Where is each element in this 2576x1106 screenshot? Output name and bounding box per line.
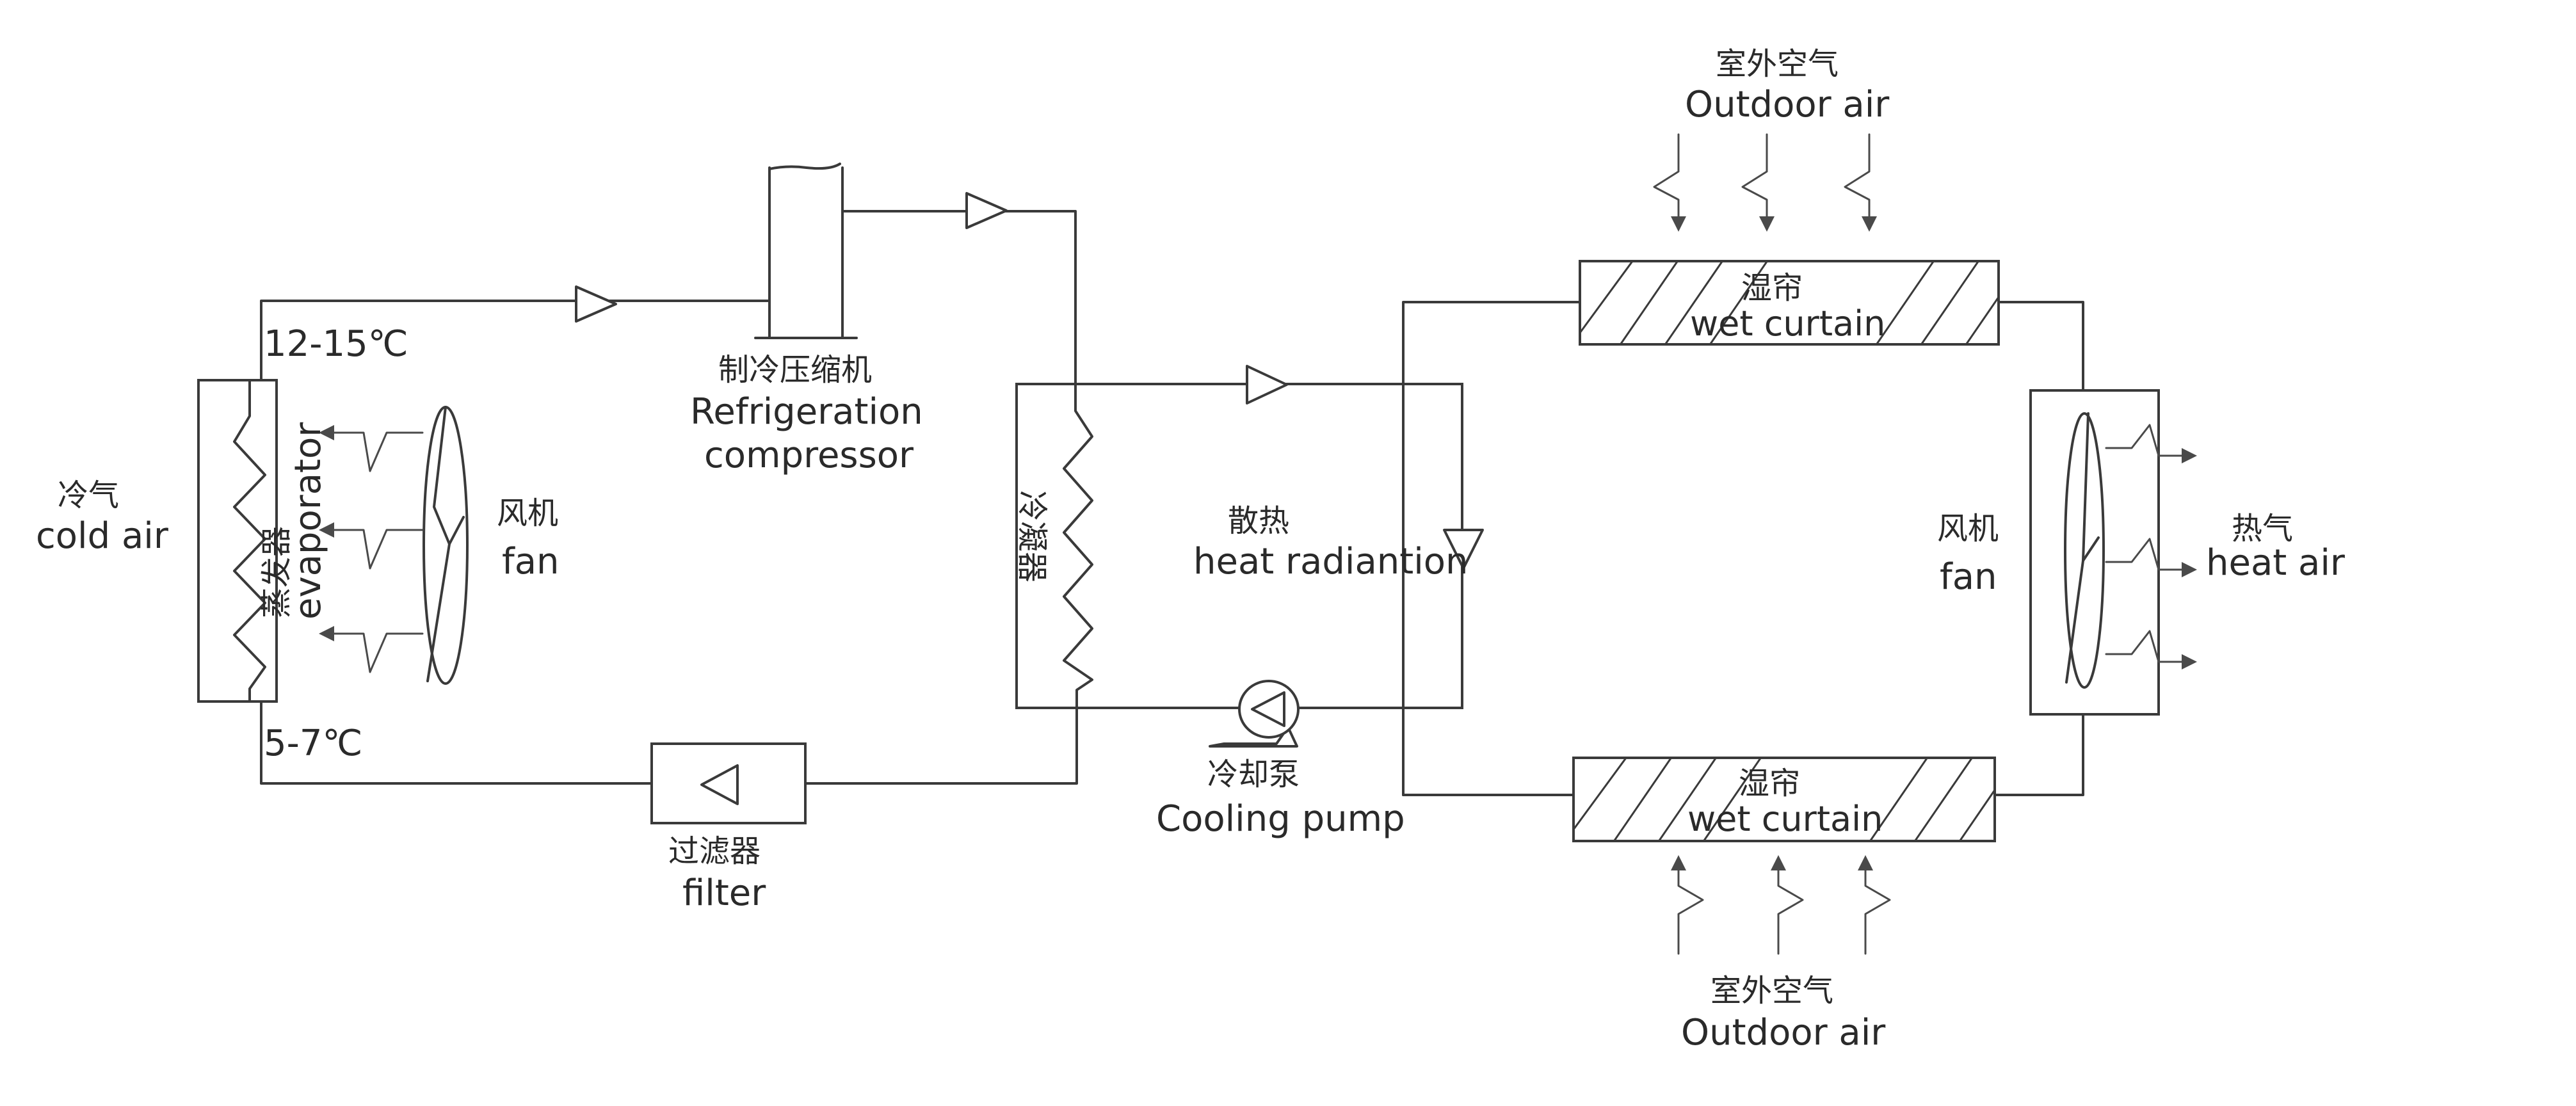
filter-label-en: filter — [682, 872, 766, 914]
pipe-compressor-to-condenser — [841, 210, 1077, 393]
pipe-to-top-curtain — [1402, 301, 1581, 796]
flow-arrow-heat-radiation — [1443, 529, 1484, 570]
heat-radiation-label-en: heat radiantion — [1193, 541, 1469, 582]
fan-right — [2064, 412, 2105, 689]
compressor-label-en-1: Refrigeration — [690, 391, 923, 433]
evaporator-label-en: evaporator — [287, 422, 329, 620]
heat-air-label-en: heat air — [2206, 542, 2346, 584]
wet-curtain-bottom — [1572, 757, 1996, 842]
pipe-top-curtain-to-fan — [1997, 301, 2084, 392]
compressor-label-cn: 制冷压缩机 — [718, 352, 872, 388]
flow-arrow-condenser — [1246, 365, 1288, 405]
outdoor-air-top-arrows — [1653, 133, 1877, 232]
outdoor-air-bottom-label-en: Outdoor air — [1681, 1012, 1886, 1054]
right-fan-airflow-arrows — [2105, 424, 2197, 669]
fan-left-label-en: fan — [502, 541, 559, 582]
filter-label-cn: 过滤器 — [668, 833, 761, 869]
pipe-filter-to-evaporator — [260, 700, 653, 785]
wet-curtain-top-label-cn: 湿帘 — [1741, 270, 1803, 306]
heat-radiation-label-cn: 散热 — [1228, 503, 1289, 539]
fan-right-label-cn: 风机 — [1937, 511, 1999, 547]
cold-air-label-cn: 冷气 — [58, 477, 119, 513]
compressor-label-en-2: compressor — [704, 435, 914, 476]
flow-arrow-suction — [575, 285, 617, 323]
wet-curtain-top — [1579, 260, 2000, 346]
fan-left-label-cn: 风机 — [497, 495, 558, 531]
evaporator-label-cn: 蒸发器 — [259, 526, 294, 618]
heat-air-label-cn: 热气 — [2232, 511, 2293, 547]
wet-curtain-bottom-label-en: wet curtain — [1687, 799, 1883, 839]
wet-curtain-top-label-en: wet curtain — [1690, 303, 1885, 344]
cooling-pump-label-en: Cooling pump — [1156, 798, 1405, 840]
outdoor-air-top-label-en: Outdoor air — [1685, 84, 1890, 125]
evaporator-inlet-temp: 5-7℃ — [264, 723, 362, 764]
outdoor-air-top-label-cn: 室外空气 — [1716, 46, 1839, 82]
flow-arrow-filter — [700, 764, 739, 805]
evaporator-outlet-temp: 12-15℃ — [264, 323, 408, 365]
cooling-pump — [1209, 680, 1300, 748]
wet-curtain-bottom-label-cn: 湿帘 — [1739, 765, 1800, 801]
cooling-pump-label-cn: 冷却泵 — [1207, 757, 1300, 792]
flow-arrow-discharge — [965, 192, 1008, 229]
fan-right-label-en: fan — [1940, 556, 1997, 598]
outdoor-air-bottom-arrows — [1671, 855, 1891, 955]
left-fan-airflow-arrows — [319, 425, 424, 673]
evaporator-coil — [233, 379, 266, 703]
condenser-coil — [1063, 383, 1093, 709]
fan-left — [423, 406, 469, 685]
pipe-fan-to-bottom-curtain — [1993, 713, 2084, 796]
pipe-condenser-to-filter — [804, 689, 1078, 785]
refrigeration-compressor — [754, 163, 858, 339]
cold-air-label-en: cold air — [36, 515, 169, 557]
outdoor-air-bottom-label-cn: 室外空气 — [1711, 973, 1833, 1009]
condenser-label-cn: 冷凝器 — [1014, 490, 1050, 582]
